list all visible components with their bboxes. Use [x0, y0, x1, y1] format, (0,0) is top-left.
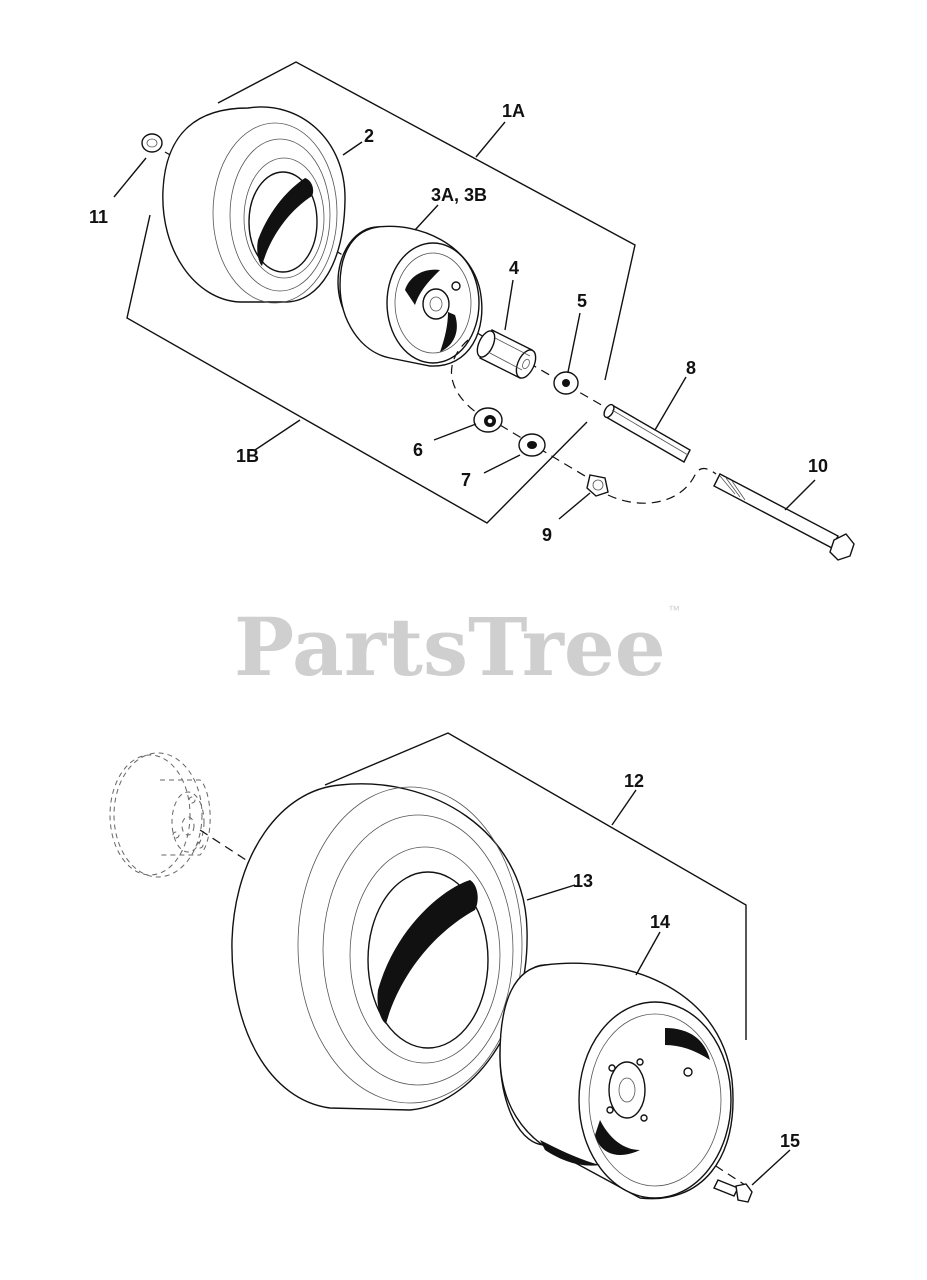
assembly-bracket-1B [126, 214, 588, 524]
front-link-dashes [451, 339, 481, 416]
callout-10: 10 [808, 456, 828, 476]
bushing-icon [476, 329, 537, 379]
leader-lines-rear [526, 789, 791, 1186]
lower-row-centerline [499, 424, 601, 486]
callout-11: 11 [89, 207, 108, 227]
rear-rim-icon [499, 962, 734, 1200]
valve-stem-icon [141, 133, 163, 153]
assembly-bracket-12 [324, 732, 747, 1040]
front-tire-icon [162, 106, 346, 304]
axle-bolt-icon [713, 473, 855, 561]
callout-5: 5 [577, 291, 587, 311]
callout-9: 9 [542, 525, 552, 545]
callout-15: 15 [780, 1131, 800, 1151]
callout-8: 8 [686, 358, 696, 378]
front-rim-icon [337, 225, 483, 367]
callout-7: 7 [461, 470, 471, 490]
lug-bolt-icon [713, 1179, 753, 1203]
watermark-trademark: ™ [668, 603, 680, 617]
leader-lines-front [113, 121, 816, 520]
assembly-bracket-1A [217, 61, 636, 381]
rear-tire-icon [231, 783, 528, 1111]
hub-ghost-icon [109, 752, 211, 878]
watermark-text: PartsTree [234, 600, 666, 694]
callout-2: 2 [364, 126, 374, 146]
callout-14: 14 [650, 912, 670, 932]
nut-icon [586, 474, 609, 497]
callout-6: 6 [413, 440, 423, 460]
washer-icon [518, 433, 546, 457]
callout-13: 13 [573, 871, 593, 891]
callout-1A: 1A [502, 101, 525, 121]
callout-1B: 1B [236, 446, 259, 466]
bearing-icon [473, 407, 503, 433]
callout-4: 4 [509, 258, 519, 278]
callout-3A-3B: 3A, 3B [431, 185, 487, 205]
bolt-link-dashes [607, 467, 717, 504]
spacer-tube-icon [603, 403, 691, 463]
washer-icon [553, 371, 579, 395]
callout-12: 12 [624, 771, 644, 791]
